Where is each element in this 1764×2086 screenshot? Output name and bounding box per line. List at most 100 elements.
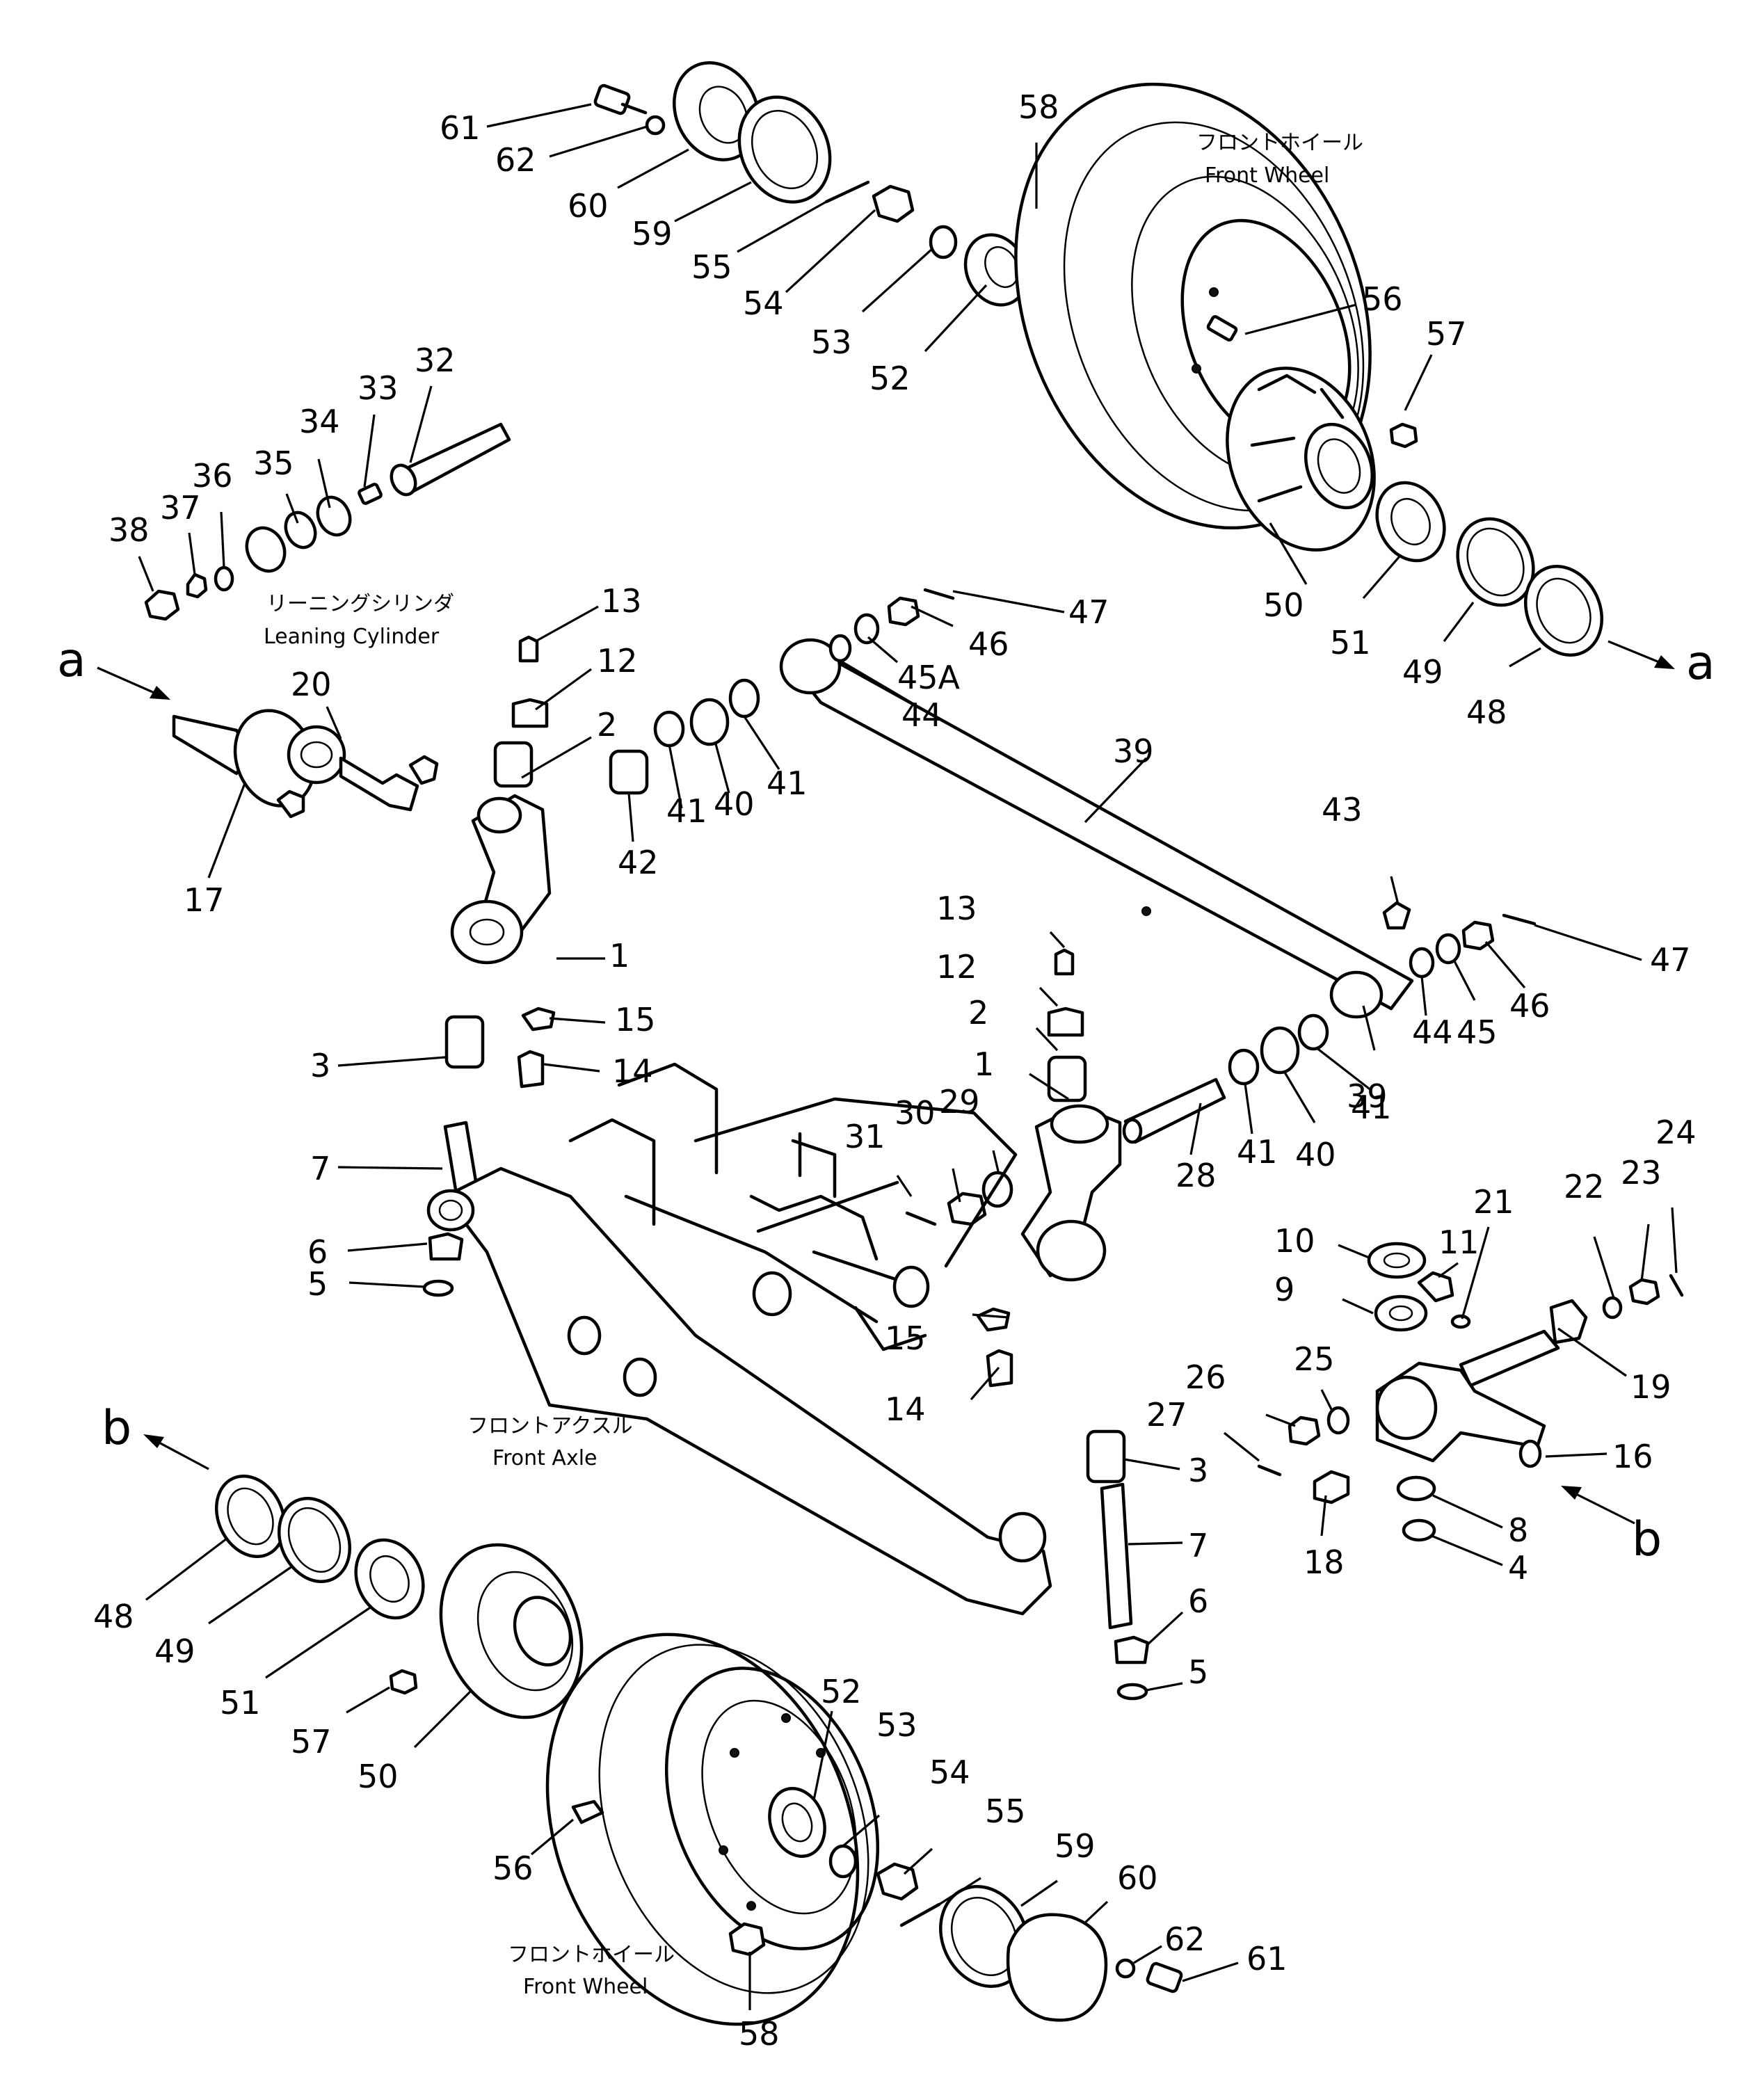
callout: 9 — [1274, 1271, 1294, 1308]
seal-4 — [1402, 1518, 1436, 1542]
pin-28-group — [1122, 1013, 1329, 1144]
callout: 29 — [939, 1083, 980, 1121]
callout: 2 — [968, 994, 988, 1032]
callout: 41 — [767, 764, 808, 802]
cap-5-right — [1116, 1683, 1148, 1701]
washer-25 — [1326, 1406, 1350, 1435]
callout: 50 — [1263, 586, 1304, 624]
callout: 6 — [1188, 1582, 1208, 1620]
bushing-40-top — [689, 698, 730, 746]
callout: 4 — [1508, 1549, 1528, 1587]
cotter-pin-55-bottom — [899, 1902, 941, 1927]
reference-letters: a a b b — [57, 633, 1715, 1567]
callout: 20 — [291, 666, 332, 703]
callout: 5 — [307, 1265, 328, 1303]
front-wheel-bottom — [545, 1632, 941, 2026]
callout: 55 — [985, 1792, 1026, 1830]
callout: 25 — [1294, 1340, 1335, 1378]
cotter-27 — [1257, 1464, 1282, 1477]
callout: 55 — [691, 248, 732, 286]
washer-45A — [853, 613, 880, 645]
bushing-3-left — [444, 1015, 485, 1069]
grease-fitting-13-right — [1054, 948, 1075, 976]
nut-57-top — [1389, 422, 1418, 449]
tie-rod-39-group — [609, 588, 1537, 1019]
bearing-52-bottom — [768, 1787, 826, 1858]
part-drawings — [144, 61, 1684, 2026]
wheel-bolt-56-bottom — [571, 1799, 604, 1824]
callout: 50 — [358, 1758, 399, 1795]
race-49-top — [1456, 517, 1535, 607]
callout: 58 — [739, 2015, 780, 2053]
callout: 26 — [1185, 1358, 1226, 1396]
callout: 60 — [1117, 1859, 1158, 1897]
callout: 52 — [869, 360, 911, 397]
plug-6-left — [428, 1232, 464, 1261]
washer-45-right — [1435, 933, 1461, 965]
reference-arrows — [97, 640, 1675, 1525]
lock-37 — [186, 572, 208, 599]
callout: 41 — [666, 792, 707, 830]
bushing-42 — [609, 749, 649, 795]
bolt-14-left — [517, 1050, 545, 1089]
front-axle-body — [426, 1062, 1052, 1616]
left-knuckle-group — [172, 709, 439, 819]
callout: 51 — [1330, 624, 1371, 661]
callout: 46 — [1509, 987, 1550, 1025]
bottom-hub-group — [214, 1475, 584, 1719]
washer-22 — [1602, 1296, 1623, 1319]
callout: 19 — [1630, 1368, 1671, 1406]
callout: 14 — [612, 1052, 653, 1090]
letter-b-right: b — [1632, 1512, 1662, 1567]
washer-53-bottom — [828, 1844, 858, 1879]
leader-lines — [138, 103, 1678, 2010]
callout: 2 — [597, 706, 617, 744]
callout: 47 — [1068, 593, 1109, 631]
front-wheel-top-en: Front Wheel — [1205, 163, 1329, 188]
hub-50-bottom — [439, 1543, 584, 1719]
top-hub-cap-group — [593, 61, 832, 204]
letter-a-left: a — [57, 633, 86, 688]
callout: 12 — [597, 642, 638, 680]
bushing-3-right — [1086, 1429, 1126, 1484]
callout-numbers: 61 62 60 59 55 54 53 52 58 56 57 50 51 4… — [93, 88, 1697, 2053]
grease-43 — [1382, 901, 1411, 930]
callout: 31 — [844, 1118, 885, 1155]
nut-46-top — [887, 596, 920, 627]
washer-36 — [214, 565, 234, 592]
callout: 13 — [936, 890, 977, 927]
callout: 34 — [299, 403, 340, 440]
callout: 47 — [1650, 941, 1691, 979]
cotter-24 — [1669, 1274, 1684, 1297]
callout: 36 — [192, 457, 233, 495]
washer-62-bottom — [1115, 1958, 1136, 1979]
callout: 1 — [974, 1045, 994, 1083]
callout: 43 — [1322, 791, 1363, 828]
washer-35 — [284, 511, 317, 549]
kingpin-7-right — [1100, 1482, 1133, 1630]
callout: 44 — [901, 696, 943, 734]
callout: 41 — [1237, 1133, 1278, 1171]
right-knuckle-group — [1257, 1242, 1684, 1542]
callout: 10 — [1274, 1222, 1315, 1260]
callout: 39 — [1113, 732, 1154, 770]
washer-44-right — [1409, 947, 1435, 979]
callout: 32 — [415, 342, 456, 379]
callout: 48 — [93, 1598, 134, 1635]
callout: 61 — [440, 109, 481, 147]
callout: 6 — [307, 1233, 328, 1271]
callout: 13 — [601, 582, 642, 620]
washer-62-top — [645, 115, 666, 136]
ring-41d — [1297, 1013, 1329, 1051]
callout: 15 — [615, 1001, 656, 1038]
callout: 23 — [1621, 1154, 1662, 1192]
front-axle-en: Front Axle — [492, 1446, 597, 1470]
callout: 44 — [1412, 1013, 1453, 1051]
bolt-18 — [1313, 1470, 1350, 1505]
right-kingpin-group — [976, 948, 1150, 1701]
seal-48-top — [1523, 565, 1604, 657]
callout: 18 — [1304, 1543, 1345, 1581]
arm-19 — [1459, 1329, 1560, 1388]
washer-8 — [1396, 1475, 1436, 1502]
